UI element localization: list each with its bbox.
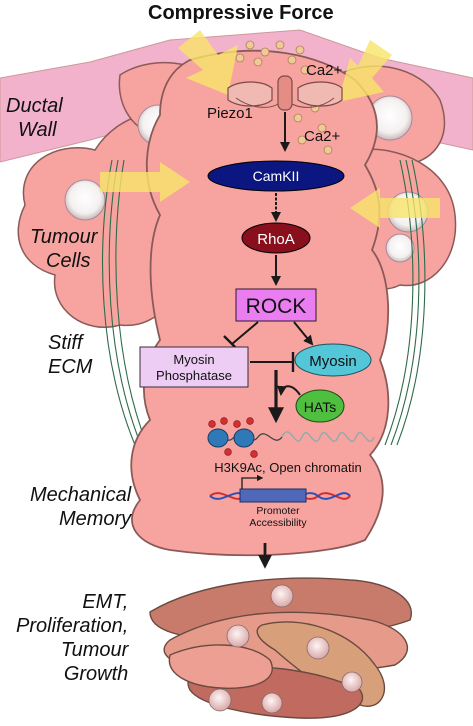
camkii-node: [207, 160, 345, 192]
ductal-wall-label: Ductal Wall: [6, 94, 63, 142]
hats-label: HATs: [304, 399, 336, 415]
myosin-phosphatase-label-2: Phosphatase: [156, 368, 232, 383]
mechanical-memory-line-2: Memory: [58, 508, 132, 530]
tumour-cells-line-2: Cells: [46, 250, 91, 272]
compress-arrow-top-left: [178, 30, 238, 95]
compressive-force-title: Compressive Force: [148, 2, 334, 24]
vacuole: [385, 233, 415, 263]
ductal-wall-line-2: Wall: [18, 119, 57, 141]
chromatin-illustration: [207, 417, 375, 458]
outcome-line-1: EMT,: [82, 591, 129, 613]
curved-arrow-hats: [276, 385, 301, 396]
outcome-line-3: Tumour: [60, 639, 129, 661]
ca-inside-label: Ca2+: [304, 128, 341, 145]
outcome-line-4: Growth: [63, 663, 129, 685]
chromatin-label: H3K9Ac, Open chromatin: [214, 460, 361, 475]
rhoa-node: [241, 222, 311, 254]
stiff-ecm-fibres: [102, 159, 426, 446]
camkii-label: CamKII: [253, 168, 300, 184]
proliferating-cells: [149, 577, 413, 719]
outcome-nuclei: [208, 584, 363, 714]
piezo1-label: Piezo1: [207, 105, 253, 122]
rock-label: ROCK: [246, 295, 307, 318]
rock-activates-myosin: [293, 321, 314, 346]
promoter-label-2: Accessibility: [249, 517, 307, 529]
tumour-cells-label: Tumour Cells: [30, 225, 97, 273]
promoter-label-1: Promoter: [256, 505, 300, 517]
stiff-ecm-line-1: Stiff: [48, 332, 83, 354]
rhoa-label: RhoA: [257, 231, 295, 248]
myosin-node: [294, 343, 372, 377]
stiff-ecm-label: Stiff ECM: [48, 331, 92, 379]
compress-arrow-right: [350, 188, 440, 228]
promoter-dna: [209, 474, 351, 503]
compress-arrow-left: [100, 162, 190, 202]
myosin-phosphatase-node: [139, 346, 249, 388]
hats-node: [295, 389, 345, 423]
compress-arrow-top-right: [338, 40, 392, 102]
compressive-force-arrows: [100, 30, 440, 228]
rock-inhibits-phosphatase: [231, 321, 259, 345]
stiff-ecm-line-2: ECM: [48, 356, 93, 378]
outcome-line-2: Proliferation,: [16, 615, 129, 637]
vacuole: [64, 179, 106, 221]
rock-node: [235, 288, 317, 322]
ductal-wall-line-1: Ductal: [6, 95, 63, 117]
mechanical-memory-label: Mechanical Memory: [30, 483, 131, 531]
myosin-phosphatase-label-1: Myosin: [173, 352, 214, 367]
ca-outside-label: Ca2+: [306, 62, 343, 79]
mechanical-memory-line-1: Mechanical: [30, 484, 132, 506]
outcome-label: EMT, Proliferation, Tumour Growth: [16, 590, 128, 686]
tumour-cells-line-1: Tumour: [30, 226, 98, 248]
piezo1-channel: [227, 75, 343, 111]
myosin-label: Myosin: [309, 353, 357, 370]
